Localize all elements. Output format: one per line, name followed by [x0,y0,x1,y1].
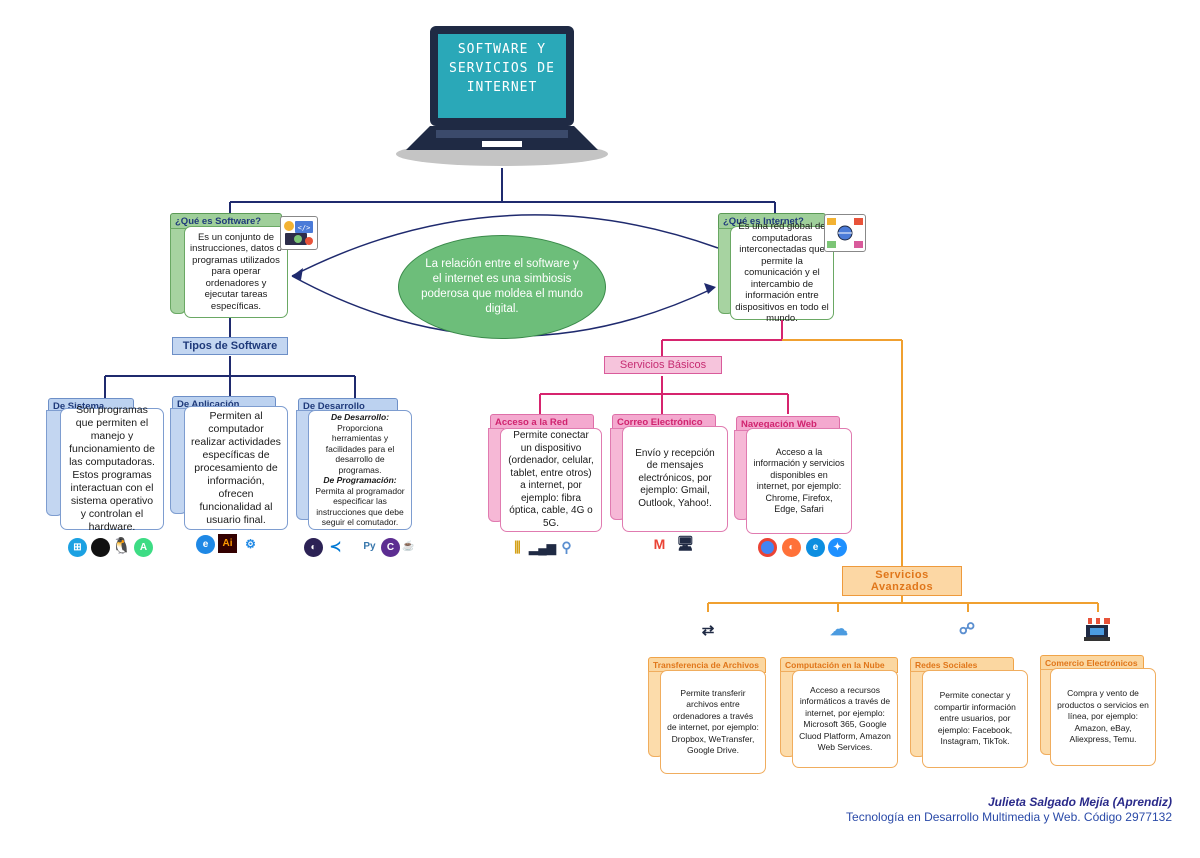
illustrator-icon: Ai [218,534,237,553]
servicios-basicos-label: Servicios Básicos [604,356,722,374]
fiber-icon: ⫼ [514,539,521,555]
edge-icon: e [806,538,825,557]
servicios-avanzados-label: Servicios Avanzados [842,566,962,596]
internet-explorer-icon: e [196,535,215,554]
de-programacion-subtitle: De Programación: [323,475,397,486]
software-settings-icon: </> [280,216,318,250]
relation-oval: La relación entre el software y el inter… [398,235,606,339]
apple-icon [91,538,110,557]
relation-text: La relación entre el software y el inter… [421,258,583,315]
internet-description: Es una red global de computadoras interc… [735,221,829,325]
eclipse-icon: ◐ [304,538,323,557]
social-network-icon: ☍ [958,621,976,638]
correo-card: Envío y recepción de mensajes electrónic… [622,426,728,532]
vscode-icon: ≺ [329,538,342,554]
firefox-icon: ◐ [782,538,801,557]
transferencia-card: Permite transferir archivos entre ordena… [660,670,766,774]
antenna-icon: ⚲ [561,539,572,555]
de-desarrollo-card: De Desarrollo: Proporciona herramientas … [308,410,412,530]
internet-card: Es una red global de computadoras interc… [730,221,834,324]
safari-icon: ✦ [828,538,847,557]
de-desarrollo-subtitle: De Desarrollo: [330,412,390,423]
java-icon: ☕ [402,541,415,552]
de-programacion-description: Permita al programador especificar las i… [315,485,405,528]
chrome-icon [758,538,777,557]
de-desarrollo-description: Proporciona herramientas y facilidades p… [325,422,395,475]
de-sistema-description: Son programas que permiten el manejo y f… [69,404,155,533]
acceso-red-card: Permite conectar un dispositivo (ordenad… [500,428,602,532]
author-name: Julieta Salgado Mejía (Aprendiz) [987,795,1172,809]
title: SOFTWARE Y SERVICIOS DE INTERNET [449,42,555,95]
gmail-icon: M [653,535,666,552]
linux-icon: 🐧 [111,537,132,555]
tipos-de-software-label: Tipos de Software [172,337,288,355]
file-transfer-icon: ⇄ [701,622,715,639]
signal-icon: ▂▄▆ [529,540,556,555]
svg-text:</>: </> [298,224,311,232]
outlook-icon: 🖥 [676,535,695,551]
software-description: Es un conjunto de instrucciones, datos o… [190,231,282,312]
acceso-red-description: Permite conectar un dispositivo (ordenad… [508,430,594,529]
navegacion-description: Acceso a la información y servicios disp… [753,446,845,515]
correo-description: Envío y recepción de mensajes electrónic… [635,447,715,509]
software-card: Es un conjunto de instrucciones, datos o… [184,226,288,318]
android-icon: A [134,538,153,557]
csharp-icon: C [381,538,400,557]
chip-icon: ⚙ [245,536,256,551]
python-icon: Py [363,541,376,552]
de-aplicacion-card: Permiten al computador realizar activida… [184,406,288,530]
redes-card: Permite conectar y compartir información… [922,670,1028,768]
store-icon [1082,615,1112,643]
cloud-icon: ☁ [830,618,848,639]
windows-icon: ⊞ [68,538,87,557]
internet-network-icon [824,214,866,252]
de-sistema-card: Son programas que permiten el manejo y f… [60,404,164,533]
comercio-description: Compra y vento de productos o servicios … [1057,688,1149,745]
nube-description: Acceso a recursos informáticos a través … [799,684,891,753]
de-aplicacion-description: Permiten al computador realizar activida… [191,409,281,526]
program-line: Tecnología en Desarrollo Multimedia y We… [846,810,1172,824]
nube-card: Acceso a recursos informáticos a través … [792,670,898,768]
redes-description: Permite conectar y compartir información… [934,690,1016,747]
transferencia-description: Permite transferir archivos entre ordena… [667,687,759,756]
laptop-icon [396,26,608,166]
navegacion-card: Acceso a la información y servicios disp… [746,428,852,534]
comercio-card: Compra y vento de productos o servicios … [1050,668,1156,766]
